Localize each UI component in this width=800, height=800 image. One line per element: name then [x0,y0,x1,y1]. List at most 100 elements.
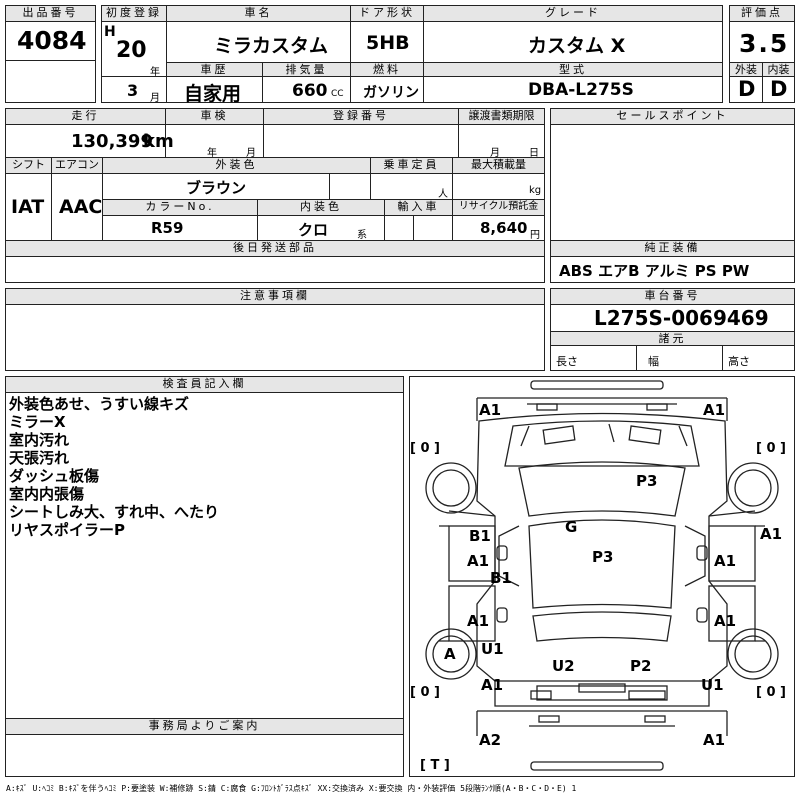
genuine-equip-value: ABS エアB アルミ PS PW [559,262,750,280]
note-line: シートしみ大、すれ中、へたり [9,503,220,521]
recycle-unit: 円 [530,230,540,241]
capacity-unit: 人 [438,189,448,200]
damage-mark: P3 [592,548,614,566]
max-load-unit: kg [529,185,542,196]
mileage-unit: km [143,131,174,152]
note-line: リヤスポイラーP [9,521,125,539]
diagram-frame [409,376,795,777]
year-unit: 年 [150,67,160,78]
damage-mark: A1 [467,552,490,570]
aircon-value: AAC [59,196,103,218]
mileage-value: 130,399 [71,131,153,152]
car-name-value: ミラカスタム [214,35,329,57]
cautions-cell [5,304,545,371]
spec-height-label: 高さ [728,355,750,368]
note-line: 天張汚れ [9,449,70,467]
note-line: ミラーX [9,413,66,431]
exterior-header: 外装 [729,62,763,77]
interior-header: 内装 [762,62,795,77]
damage-mark: A2 [479,731,502,749]
import-cell-2 [413,215,453,241]
import-header: 輸入車 [384,199,453,216]
damage-mark: P2 [630,657,652,675]
tire-front-right: [ 0 ] [756,441,786,456]
sales-point-cell [550,124,795,241]
damage-mark: A1 [703,401,726,419]
shift-header: シフト [5,157,52,174]
exterior-value: D [738,77,756,101]
lot-no-value: 4084 [17,26,87,55]
model-code-cell [423,76,723,103]
inspector-notes-header: 検査員記入欄 [5,376,404,393]
max-load-header: 最大積載量 [452,157,545,174]
displacement-header: 排気量 [262,62,351,77]
damage-mark: A1 [703,731,726,749]
recycle-value: 8,640 [480,219,528,237]
int-color-suffix: 系 [357,230,367,241]
mileage-header: 走行 [5,108,166,125]
int-color-header: 内装色 [257,199,385,216]
lot-no-lower [5,60,96,103]
transfer-header: 譲渡書類期限 [458,108,545,125]
month-value: 3 [127,81,139,100]
cautions-header: 注意事項欄 [5,288,545,305]
damage-mark: U1 [701,676,724,694]
damage-mark: A1 [479,401,502,419]
reg-no-header: 登録番号 [263,108,459,125]
damage-mark: A [444,645,456,663]
interior-cell [762,76,795,103]
ext-color-header: 外装色 [102,157,371,174]
car-name-header: 車名 [166,5,351,22]
damage-mark: B1 [469,527,491,545]
grade-value: カスタム X [528,35,626,57]
displacement-value: 660 [292,81,328,101]
office-info-header: 事務局よりご案内 [5,718,404,735]
door-header: ドア形状 [350,5,424,22]
fuel-header: 燃料 [350,62,424,77]
note-line: 室内内張傷 [9,485,85,503]
interior-value: D [770,77,788,101]
genuine-equip-header: 純正装備 [550,240,795,257]
note-line: 室内汚れ [9,431,70,449]
model-code-header: 型式 [423,62,723,77]
damage-mark: G [565,518,578,536]
damage-mark: U1 [481,640,504,658]
month-unit: 月 [150,93,160,104]
inspection-month: 月 [246,148,256,159]
damage-mark: A1 [467,612,490,630]
later-parts-header: 後日発送部品 [5,240,545,257]
capacity-header: 乗車定員 [370,157,453,174]
spec-length-label: 長さ [556,355,578,368]
tire-front-left: [ 0 ] [410,441,440,456]
inspector-notes-list: 外装色あせ、うすい線キズ ミラーX 室内汚れ 天張汚れ ダッシュ板傷 室内内張傷… [9,395,219,539]
transfer-day: 日 [529,148,539,159]
ext-color-extra [329,173,371,200]
ext-color-value: ブラウン [186,179,247,197]
recycle-header: リサイクル預託金 [452,199,545,216]
year-value: 20 [116,38,147,63]
lot-no-header: 出品番号 [5,5,96,22]
door-value: 5HB [366,32,410,54]
office-info-cell [5,734,404,777]
damage-mark: P3 [636,472,658,490]
aircon-header: エアコン [51,157,103,174]
damage-mark: U2 [552,657,575,675]
note-line: ダッシュ板傷 [9,467,100,485]
grade-header: グレード [423,5,723,22]
import-cell [384,215,414,241]
fuel-value: ガソリン [363,85,419,101]
score-value: 3.5 [739,29,790,58]
inspection-header: 車検 [165,108,264,125]
color-no-header: カラーNo. [102,199,258,216]
tire-spare: [ T ] [420,758,450,773]
color-no-value: R59 [151,219,184,237]
damage-mark: A1 [760,525,783,543]
sales-point-header: セールスポイント [550,108,795,125]
model-code-value: DBA-L275S [528,80,634,100]
spec-width-label: 幅 [648,355,659,368]
legend: A:ｷｽﾞ U:ﾍｺﾐ B:ｷｽﾞを伴うﾍｺﾐ P:要塗装 W:補修跡 S:錆 … [6,784,577,793]
displacement-unit: CC [331,89,344,99]
reg-no-cell [263,124,459,158]
int-color-value: クロ [298,221,329,239]
specs-header: 諸元 [550,331,795,346]
